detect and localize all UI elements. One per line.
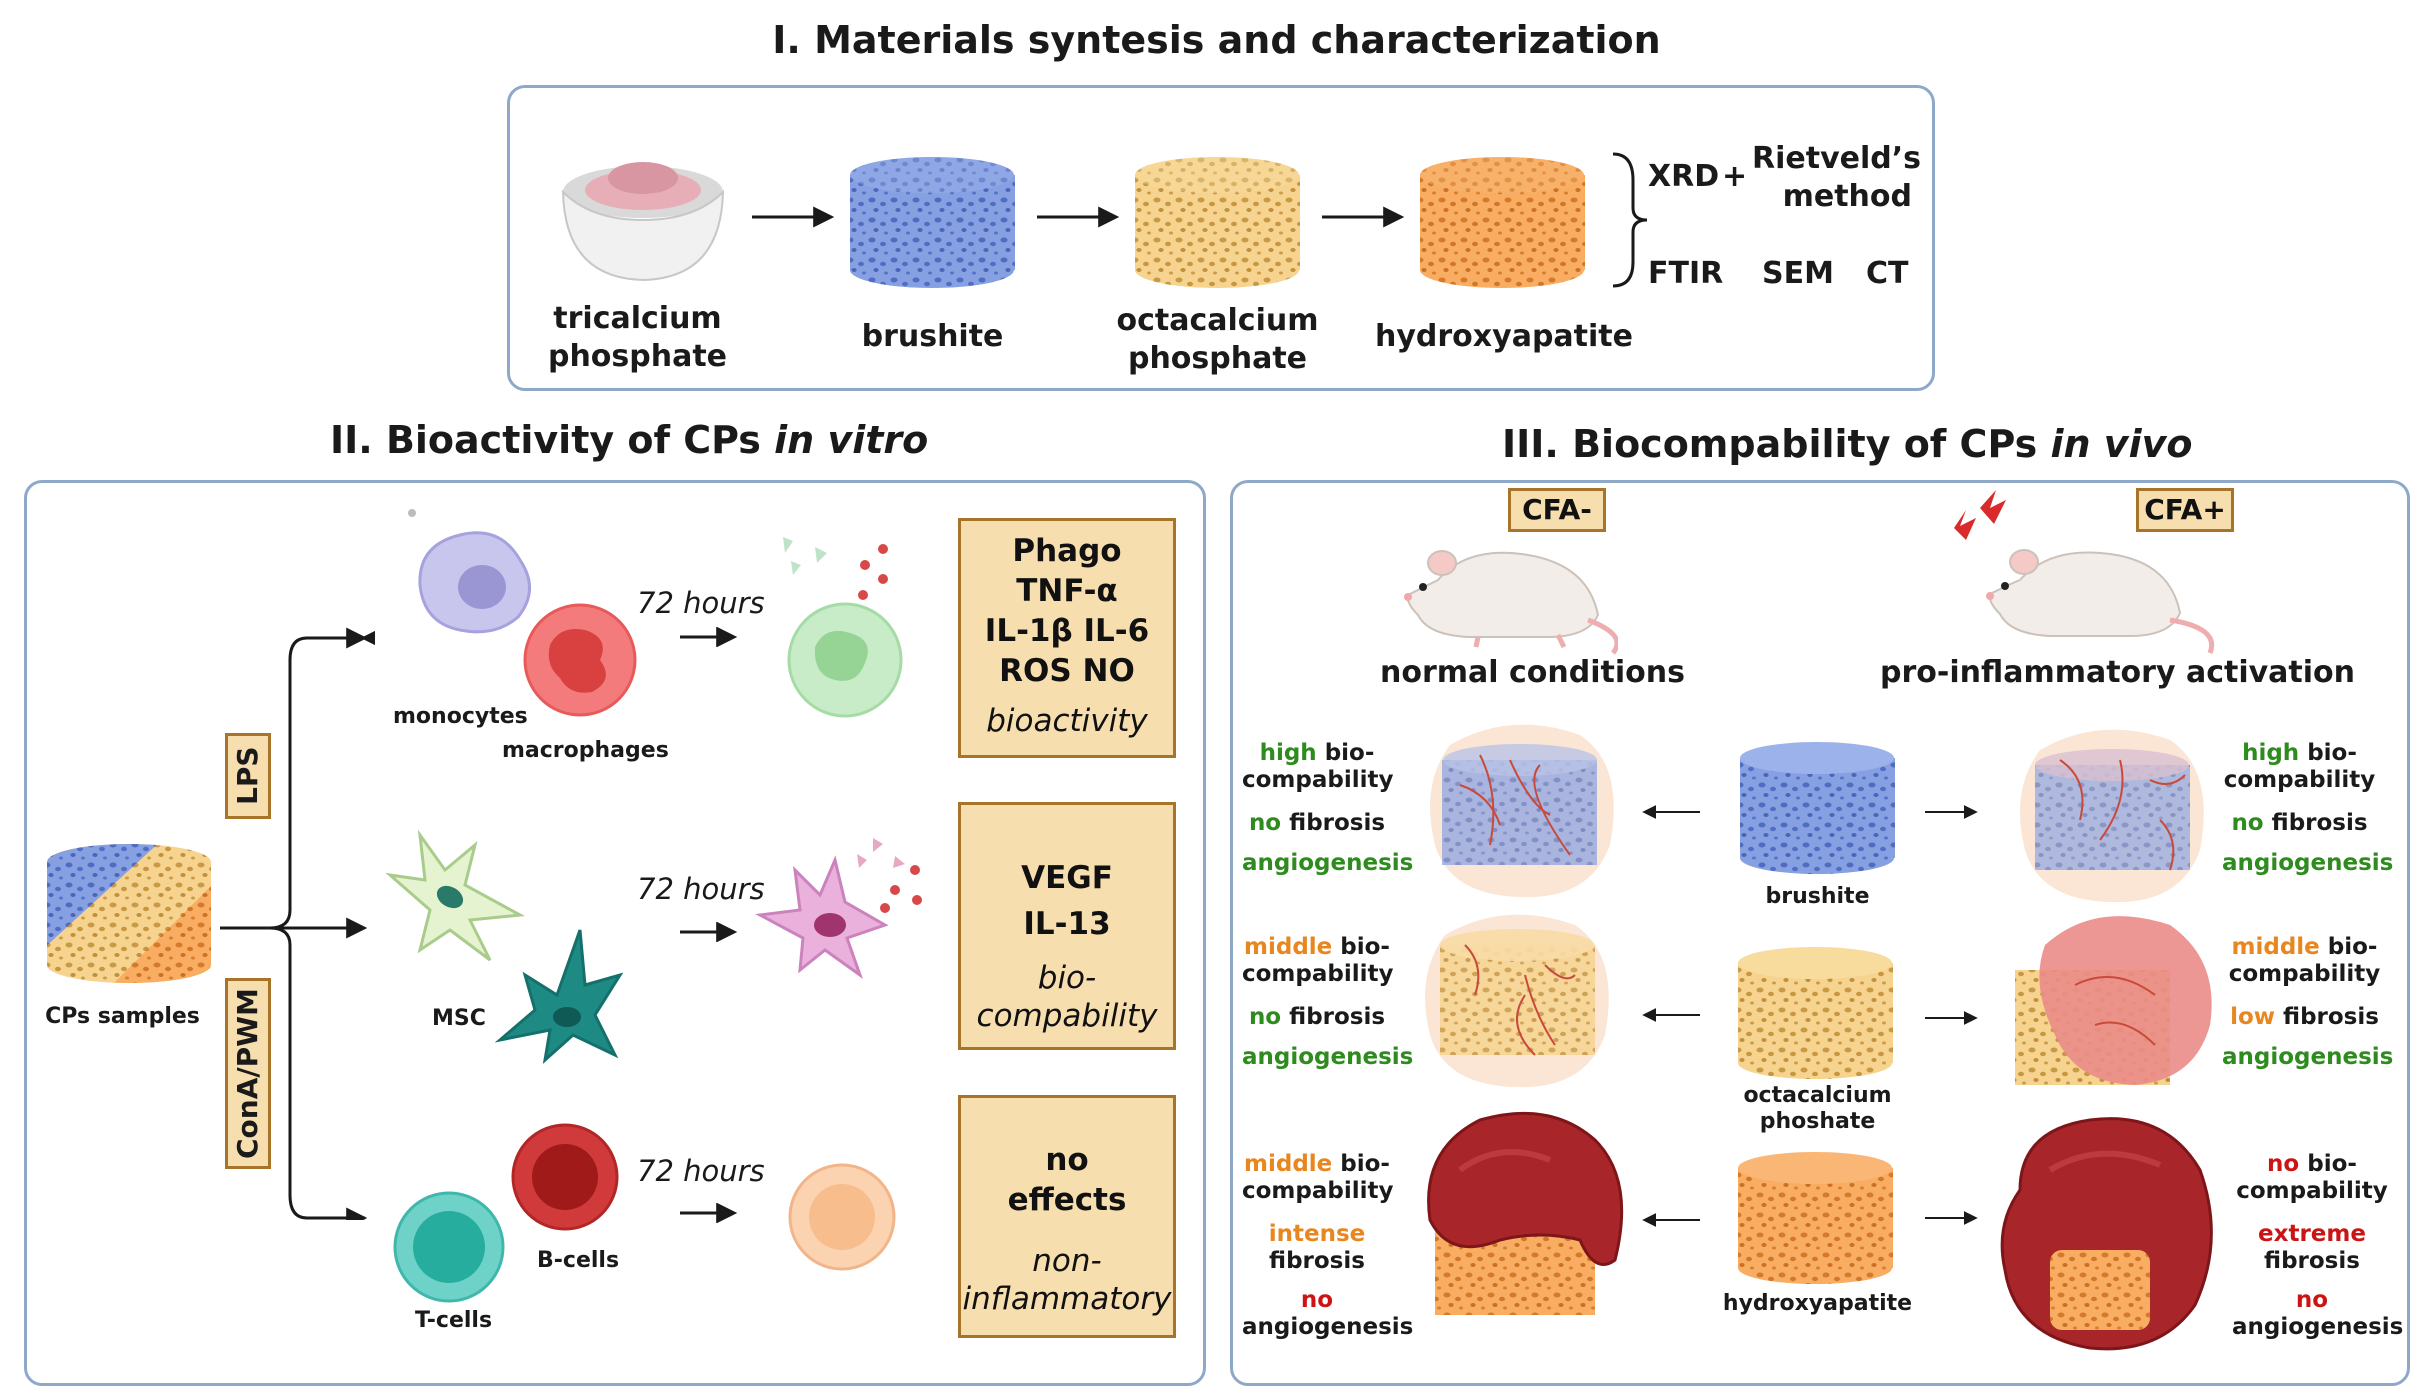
branch-arrows-icon [220, 627, 375, 1220]
right-hap-outcomes: no bio- compability extreme fibrosis no … [2232, 1151, 2404, 1340]
cona-pwm-tag: ConA/PWM [225, 978, 271, 1169]
right-ocp-outcomes: middle bio- compability low fibrosis ang… [2222, 934, 2394, 1070]
material-label-brushite: brushite [861, 319, 1004, 354]
left-brushite-outcomes: high bio- compability no fibrosis angiog… [1242, 740, 1414, 876]
octacalcium-center-icon [1738, 947, 1893, 1079]
macrophages-label: macrophages [502, 738, 669, 763]
octacalcium-scaffold-icon [1135, 157, 1300, 288]
time-label: 72 hours [637, 586, 765, 620]
hydroxyapatite-scaffold-icon [1420, 157, 1585, 288]
arrow-icon [680, 627, 738, 647]
t-cells-label: T-cells [415, 1308, 493, 1333]
cfa-plus-tag: CFA+ [2136, 488, 2234, 532]
activated-msc-icon [755, 838, 922, 979]
implant-brushite-inflamed-icon [2020, 729, 2204, 903]
arrow-icon [680, 922, 738, 942]
implant-ocp-inflamed-icon [2015, 916, 2212, 1085]
arrow-icon [752, 206, 835, 228]
brushite-center-icon [1740, 742, 1895, 874]
method-plus: + [1722, 159, 1748, 194]
monocytes-label: monocytes [393, 704, 528, 729]
resting-cell-icon [788, 1163, 896, 1271]
implant-hap-normal-icon [1427, 1111, 1624, 1315]
msc-cell-icon [385, 829, 525, 962]
t-cell-icon [393, 1191, 505, 1303]
cps-samples-icon [47, 844, 211, 983]
brushite-scaffold-icon [850, 157, 1015, 288]
section2-title: II. Bioactivity of CPs in vitro [330, 418, 929, 462]
cps-samples-label: CPs samples [45, 1004, 200, 1029]
left-ocp-outcomes: middle bio- compability no fibrosis angi… [1242, 934, 1414, 1070]
right-brushite-outcomes: high bio- compability no fibrosis angiog… [2222, 740, 2394, 876]
tricalcium-phosphate-bowl-icon [561, 162, 725, 282]
time-label: 72 hours [637, 1154, 765, 1188]
bracket-icon [1612, 152, 1648, 288]
brushite-center-label: brushite [1765, 884, 1870, 909]
b-cells-label: B-cells [537, 1248, 620, 1273]
implant-ocp-normal-icon [1425, 914, 1609, 1088]
method-sem: SEM [1762, 256, 1834, 291]
method-ftir: FTIR [1648, 256, 1724, 291]
arrow-icon [680, 1203, 738, 1223]
output-box-non-inflammatory: no effects non- inflammatory [958, 1095, 1176, 1338]
normal-conditions-label: normal conditions [1380, 655, 1685, 690]
monocyte-cell-icon [408, 509, 531, 634]
arrow-icon [1037, 206, 1120, 228]
time-label: 72 hours [637, 872, 765, 906]
output-box-bioactivity: Phago TNF-α IL-1β IL-6 ROS NO bioactivit… [958, 518, 1176, 758]
msc-label: MSC [432, 1006, 486, 1031]
rat-inflammation-icon [1954, 490, 2214, 654]
lps-tag: LPS [225, 733, 271, 819]
arrow-icon [1322, 206, 1405, 228]
implant-brushite-normal-icon [1430, 724, 1614, 898]
pro-inflammatory-label: pro-inflammatory activation [1880, 655, 2356, 690]
arrows-icon [1642, 805, 1978, 1227]
msc-differentiated-cell-icon [495, 929, 624, 1064]
rat-normal-icon [1404, 550, 1618, 655]
b-cell-icon [511, 1123, 619, 1231]
cfa-minus-tag: CFA- [1508, 488, 1606, 532]
material-label-hydroxyapatite: hydroxyapatite [1375, 319, 1633, 354]
macrophage-cell-icon [523, 603, 637, 717]
section1-title: I. Materials syntesis and characterizati… [772, 18, 1661, 62]
section3-title: III. Biocompability of CPs in vivo [1502, 422, 2193, 466]
hydroxyapatite-center-label: hydroxyapatite [1722, 1291, 1913, 1316]
output-box-biocompability: VEGF IL-13 bio- compability [958, 802, 1176, 1050]
left-hap-outcomes: middle bio- compability intense fibrosis… [1242, 1151, 1414, 1340]
hydroxyapatite-center-icon [1738, 1152, 1893, 1284]
activated-macrophage-icon [783, 537, 903, 718]
method-ct: CT [1866, 256, 1909, 291]
implant-hap-inflamed-icon [2000, 1117, 2213, 1351]
method-xrd: XRD [1648, 159, 1720, 194]
